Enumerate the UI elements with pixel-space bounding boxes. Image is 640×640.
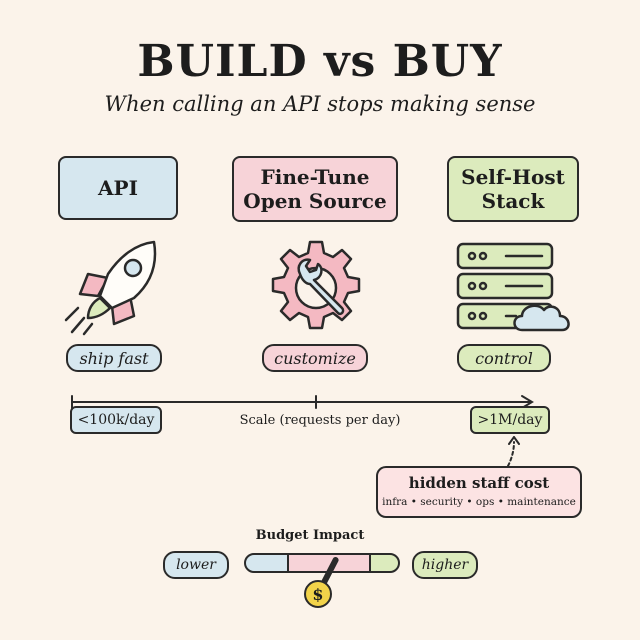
rocket-icon xyxy=(64,240,157,336)
scale-low-tag: <100k/day xyxy=(70,406,162,434)
tag-ship-fast: ship fast xyxy=(66,344,162,372)
option-finetune-label-line2: Open Source xyxy=(243,189,387,213)
callout-title: hidden staff cost xyxy=(408,474,550,492)
budget-meter: $ xyxy=(244,553,400,608)
page-title: BUILD vs BUY xyxy=(137,36,503,87)
scale-label: Scale (requests per day) xyxy=(239,413,401,428)
option-api-label: API xyxy=(98,176,138,200)
option-selfhost-label-line1: Self-Host xyxy=(461,165,565,189)
tag-customize: customize xyxy=(262,344,368,372)
option-finetune-box: Fine-Tune Open Source xyxy=(232,156,398,222)
option-selfhost-box: Self-Host Stack xyxy=(447,156,579,222)
option-finetune-label-line1: Fine-Tune xyxy=(260,165,370,189)
tag-control: control xyxy=(457,344,551,372)
budget-meter-segment-high xyxy=(369,553,400,573)
budget-lower-tag: lower xyxy=(163,551,229,579)
hidden-cost-callout: hidden staff cost infra • security • ops… xyxy=(376,466,582,518)
gear-wrench-icon xyxy=(271,240,361,330)
page-subtitle: When calling an API stops making sense xyxy=(104,92,536,116)
dollar-coin-icon xyxy=(304,580,332,608)
budget-higher-tag: higher xyxy=(412,551,478,579)
server-cloud-icon xyxy=(456,242,570,332)
scale-high-tag: >1M/day xyxy=(470,406,550,434)
budget-meter-segment-low xyxy=(244,553,289,573)
callout-pointer-arrow xyxy=(507,436,520,467)
callout-items: infra • security • ops • maintenance xyxy=(382,496,576,508)
dollar-symbol: $ xyxy=(312,585,323,604)
option-selfhost-label-line2: Stack xyxy=(481,189,545,213)
option-api-box: API xyxy=(58,156,178,220)
budget-label: Budget Impact xyxy=(255,528,365,543)
